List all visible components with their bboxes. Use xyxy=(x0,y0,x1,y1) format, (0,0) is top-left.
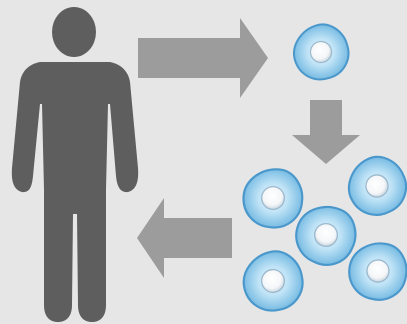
right-arrow-icon xyxy=(138,18,268,98)
cell-icon xyxy=(240,248,306,314)
person-silhouette-icon xyxy=(11,7,139,322)
left-arrow-icon xyxy=(137,198,232,278)
cell-icon xyxy=(339,148,407,224)
down-arrow-icon xyxy=(292,100,360,164)
multiplied-cells-group xyxy=(237,148,407,314)
cell-icon xyxy=(237,162,309,234)
single-cell-icon xyxy=(288,19,354,85)
